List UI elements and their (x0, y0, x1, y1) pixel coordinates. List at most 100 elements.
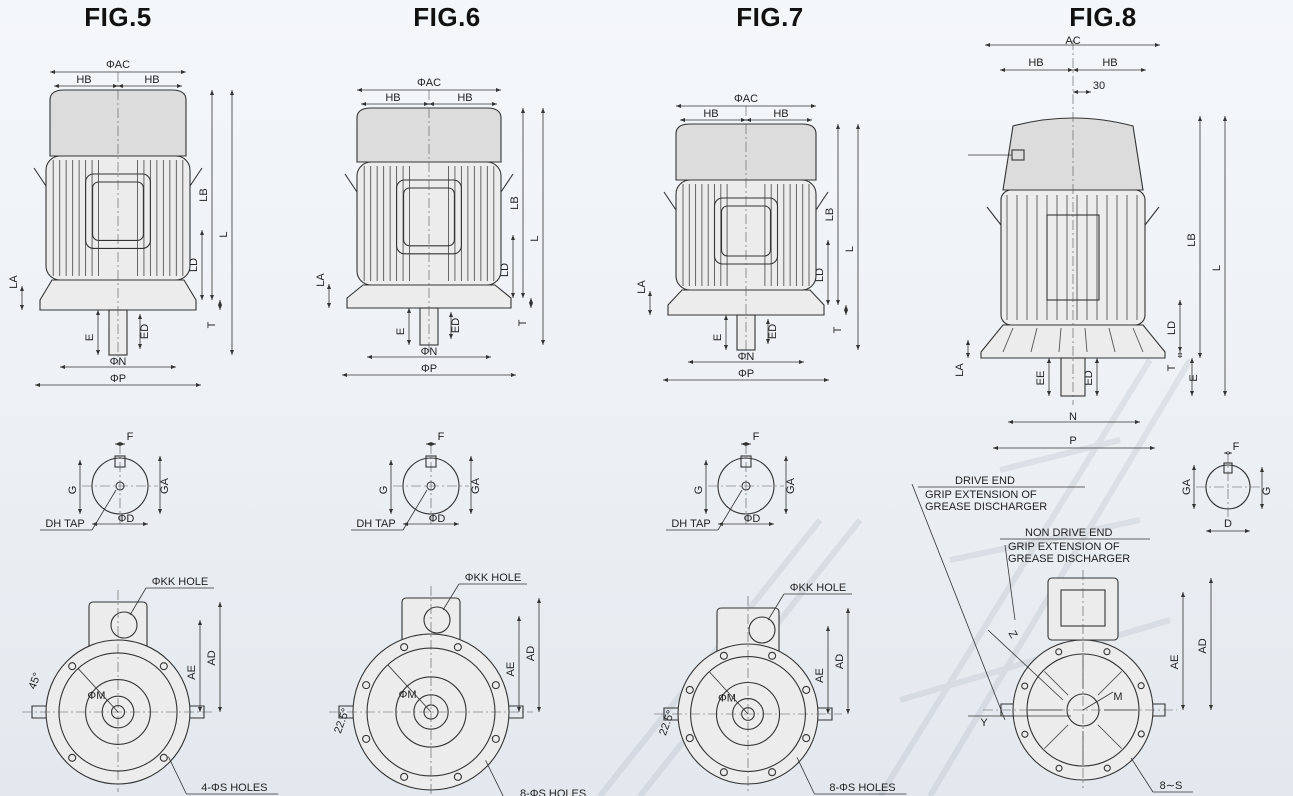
spoke (1044, 724, 1069, 749)
ad-label: AD (834, 654, 846, 669)
d-label: D (1224, 518, 1232, 530)
ae-label: AE (505, 662, 517, 677)
ld-label: LD (499, 263, 511, 277)
kk-hole-label: ΦKK HOLE (465, 572, 521, 584)
bolt-hole (1103, 764, 1111, 772)
bolt-hole (68, 753, 77, 762)
arrowheads (529, 298, 533, 308)
g-label: G (378, 486, 390, 495)
arrowheads (218, 300, 222, 310)
bolt-hole (362, 734, 371, 743)
m-label: ΦM (718, 692, 736, 704)
g-label: G (693, 486, 705, 495)
lifting-lugs (986, 206, 1160, 226)
ac-label: ΦAC (734, 93, 758, 105)
hb-left-label: HB (1028, 57, 1043, 69)
ae-label: AE (1169, 655, 1181, 670)
arrowheads (1260, 467, 1264, 509)
kk-hole-label: ΦKK HOLE (152, 576, 208, 588)
bolt-hole (1021, 682, 1029, 690)
la-label: LA (8, 275, 20, 289)
bolt-hole (1103, 648, 1111, 656)
bolt-hole (1137, 682, 1145, 690)
la-label: LA (315, 273, 327, 287)
lifting-lugs (33, 167, 203, 187)
m-label: ΦM (399, 689, 417, 701)
bolt-hole (453, 643, 462, 652)
dh-tap-label: DH TAP (45, 518, 84, 530)
ld-label: LD (1166, 321, 1178, 335)
bolt-hole (159, 662, 168, 671)
bolt-hole (719, 768, 728, 777)
holes-leader (1130, 757, 1154, 793)
d-label: ΦD (429, 513, 446, 525)
lifting-lugs (344, 173, 514, 193)
flange-rib (1084, 327, 1088, 353)
bolt-hole (491, 734, 500, 743)
hb-right-label: HB (1102, 57, 1117, 69)
f-label: F (127, 431, 134, 443)
ac-label: ΦAC (106, 59, 130, 71)
arrowheads (741, 442, 751, 446)
bolt-hole (685, 685, 694, 694)
e-label: E (395, 328, 407, 335)
l-label: L (218, 231, 230, 237)
angle-label: 45° (27, 671, 44, 691)
t-label: T (517, 319, 529, 326)
mounting-flange (667, 289, 825, 316)
kk-leader (767, 593, 785, 621)
spoke (1044, 671, 1069, 696)
bolt-hole (1021, 730, 1029, 738)
ga-label: GA (785, 477, 797, 494)
non-drive-end-grip-label: GRIP EXTENSION OF (1008, 541, 1120, 553)
bolt-hole (802, 734, 811, 743)
arrowheads (1206, 529, 1250, 533)
arrowheads (1192, 465, 1196, 509)
bolt-hole (400, 772, 409, 781)
arrowheads (96, 310, 100, 355)
drive-end-grip-label: GRIP EXTENSION OF (925, 489, 1037, 501)
m-label: M (1113, 691, 1122, 703)
bolt-hole (453, 772, 462, 781)
arrowheads (966, 340, 970, 358)
spoke (1097, 671, 1122, 696)
p-label: ΦP (738, 368, 754, 380)
y-label: Y (980, 717, 988, 729)
arrowheads (844, 305, 848, 315)
l-label: L (529, 235, 541, 241)
holes-leader (485, 760, 504, 796)
hb-right-label: HB (457, 92, 472, 104)
drive-end-leader (911, 483, 1006, 721)
ga-label: GA (470, 477, 482, 494)
ga-label: GA (1181, 478, 1193, 495)
kk-leader (442, 583, 460, 611)
n-label: ΦN (738, 351, 755, 363)
e-label: E (712, 334, 724, 341)
flange-rib (1058, 327, 1062, 353)
lb-label: LB (509, 196, 521, 209)
non-drive-end-label: NON DRIVE END (1025, 527, 1112, 539)
arrowheads (1073, 90, 1091, 94)
ae-label: AE (186, 665, 198, 680)
ad-label: AD (525, 646, 537, 661)
kk-hole (423, 606, 451, 634)
n-label: N (1069, 411, 1077, 423)
drive-end-grease-label: GREASE DISCHARGER (925, 501, 1047, 513)
f-label: F (1233, 441, 1240, 453)
fig7-title: FIG.7 (736, 2, 804, 32)
lb-label: LB (1186, 233, 1198, 246)
angle-label: 22.5° (657, 709, 677, 737)
arrowheads (1224, 451, 1232, 455)
hb-right-label: HB (773, 108, 788, 120)
non-drive-end-leader (1004, 544, 1016, 621)
la-label: LA (636, 280, 648, 294)
n-label: ΦN (421, 346, 438, 358)
n-label: ΦN (110, 356, 127, 368)
bolt-hole (685, 734, 694, 743)
arrowheads (115, 442, 125, 446)
bolt-hole (1137, 730, 1145, 738)
ad-label: AD (206, 650, 218, 665)
e-label: E (84, 334, 96, 341)
dh-tap-leader (91, 489, 117, 531)
